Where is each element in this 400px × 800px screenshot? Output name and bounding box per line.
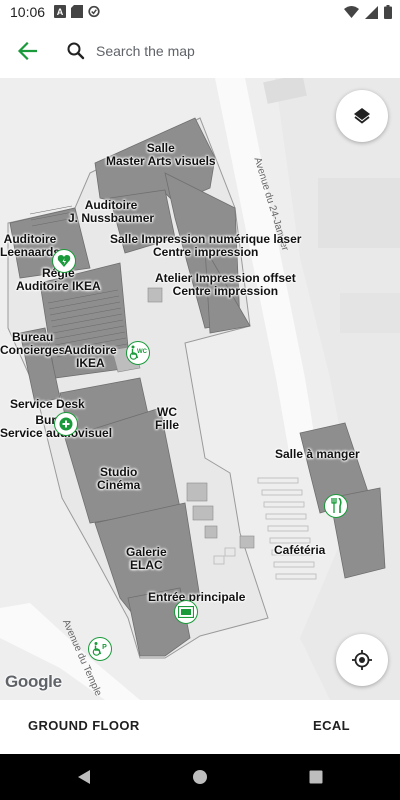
back-button[interactable]	[12, 37, 42, 65]
system-nav-bar	[0, 754, 400, 800]
label-regie-ikea: Régie Auditoire IKEA	[16, 266, 101, 293]
label-wc-fille: WC Fille	[155, 405, 180, 432]
status-time: 10:06	[10, 4, 46, 20]
map-view[interactable]: Avenue du 24-Janvier Avenue du Temple Sa…	[0, 78, 400, 700]
label-auditoire-nussbaumer: Auditoire J. Nussbaumer	[68, 198, 155, 225]
google-logo: Google	[5, 672, 62, 691]
label-service-desk: Service Desk	[10, 397, 85, 411]
my-location-icon	[352, 650, 372, 670]
floor-button[interactable]: GROUND FLOOR	[28, 718, 140, 733]
poi-accessible-wc[interactable]: WC	[126, 341, 150, 365]
arrow-left-icon	[17, 42, 37, 60]
label-bureau-concierges: Bureau Concierges	[0, 330, 66, 357]
label-entree-principale: Entrée principale	[148, 590, 246, 604]
status-icons-right	[344, 5, 392, 19]
search-input[interactable]	[96, 38, 386, 64]
text-a-icon: A	[54, 5, 66, 18]
battery-icon	[384, 5, 392, 19]
svg-text:WC: WC	[137, 349, 147, 355]
search-icon	[67, 42, 85, 60]
home-circle-icon[interactable]	[190, 767, 210, 787]
poi-defibrillator[interactable]	[52, 249, 76, 273]
my-location-button[interactable]	[336, 634, 388, 686]
poi-accessible-parking[interactable]: P	[88, 637, 112, 661]
label-auditoire-leenaards: Auditoire Leenaards	[0, 232, 61, 259]
svg-text:A: A	[57, 7, 64, 17]
floor-plan	[0, 78, 400, 700]
ticket-icon	[178, 606, 194, 618]
recents-square-icon[interactable]	[306, 767, 326, 787]
status-bar: 10:06 A	[0, 0, 400, 24]
building-button[interactable]: ECAL	[313, 718, 350, 733]
layers-icon	[354, 108, 370, 124]
sd-card-icon	[71, 5, 83, 18]
layers-button[interactable]	[336, 90, 388, 142]
floor-selector-bar: GROUND FLOOR ECAL	[0, 700, 400, 754]
label-atelier-offset: Atelier Impression offset Centre impress…	[155, 271, 296, 298]
accessible-wc-icon: WC	[129, 345, 147, 360]
label-salle-impression: Salle Impression numérique laser Centre …	[110, 232, 302, 259]
poi-first-aid[interactable]	[54, 412, 78, 436]
data-saver-icon	[88, 5, 100, 18]
poi-restaurant[interactable]	[324, 494, 348, 518]
label-galerie-elac: Galerie ELAC	[126, 545, 167, 572]
back-triangle-icon[interactable]	[75, 767, 95, 787]
accessible-parking-icon: P	[92, 642, 107, 656]
status-icons-left: A	[54, 5, 100, 18]
svg-text:P: P	[102, 644, 107, 651]
label-auditoire-ikea: Auditoire IKEA	[64, 343, 117, 370]
label-salle-master: Salle Master Arts visuels	[106, 141, 216, 168]
label-cafeteria: Cafétéria	[274, 543, 326, 557]
search-toolbar	[0, 24, 400, 78]
wifi-icon	[344, 5, 359, 18]
label-salle-manger: Salle à manger	[275, 447, 360, 461]
signal-icon	[365, 5, 378, 19]
first-aid-icon	[59, 417, 73, 431]
defibrillator-icon	[57, 255, 71, 267]
poi-ticket[interactable]	[174, 600, 198, 624]
label-studio-cinema: Studio Cinéma	[97, 465, 141, 492]
restaurant-icon	[331, 498, 342, 513]
